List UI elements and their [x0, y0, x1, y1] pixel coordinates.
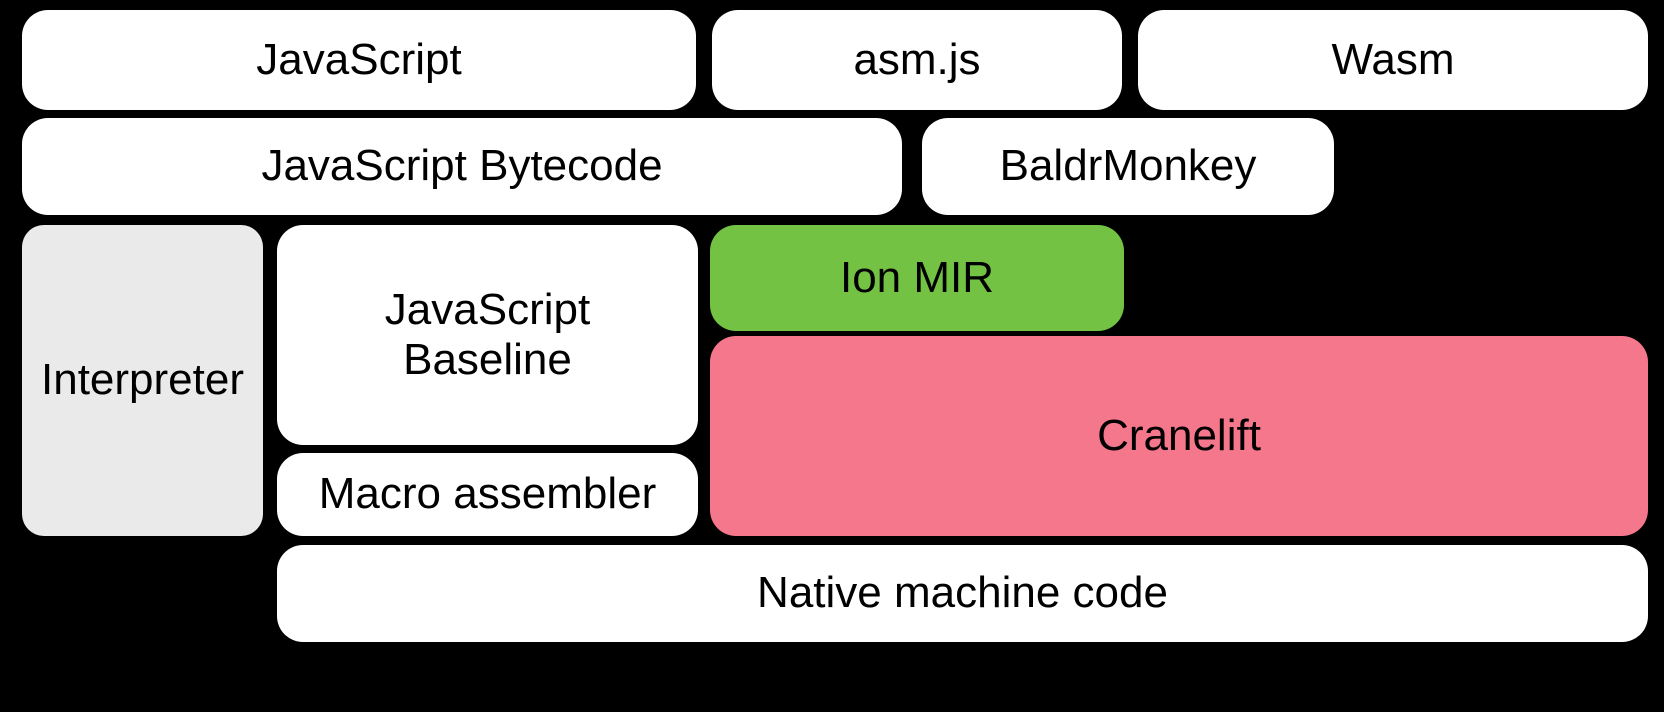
node-interpreter[interactable]: Interpreter: [22, 225, 263, 536]
node-javascript-bytecode[interactable]: JavaScript Bytecode: [22, 118, 902, 215]
node-macro-assembler[interactable]: Macro assembler: [277, 453, 698, 536]
node-javascript-baseline[interactable]: JavaScript Baseline: [277, 225, 698, 445]
node-baldrmonkey[interactable]: BaldrMonkey: [922, 118, 1334, 215]
node-cranelift[interactable]: Cranelift: [710, 336, 1648, 536]
node-native-machine-code[interactable]: Native machine code: [277, 545, 1648, 642]
node-ion-mir[interactable]: Ion MIR: [710, 225, 1124, 331]
node-javascript[interactable]: JavaScript: [22, 10, 696, 110]
node-wasm[interactable]: Wasm: [1138, 10, 1648, 110]
node-asmjs[interactable]: asm.js: [712, 10, 1122, 110]
